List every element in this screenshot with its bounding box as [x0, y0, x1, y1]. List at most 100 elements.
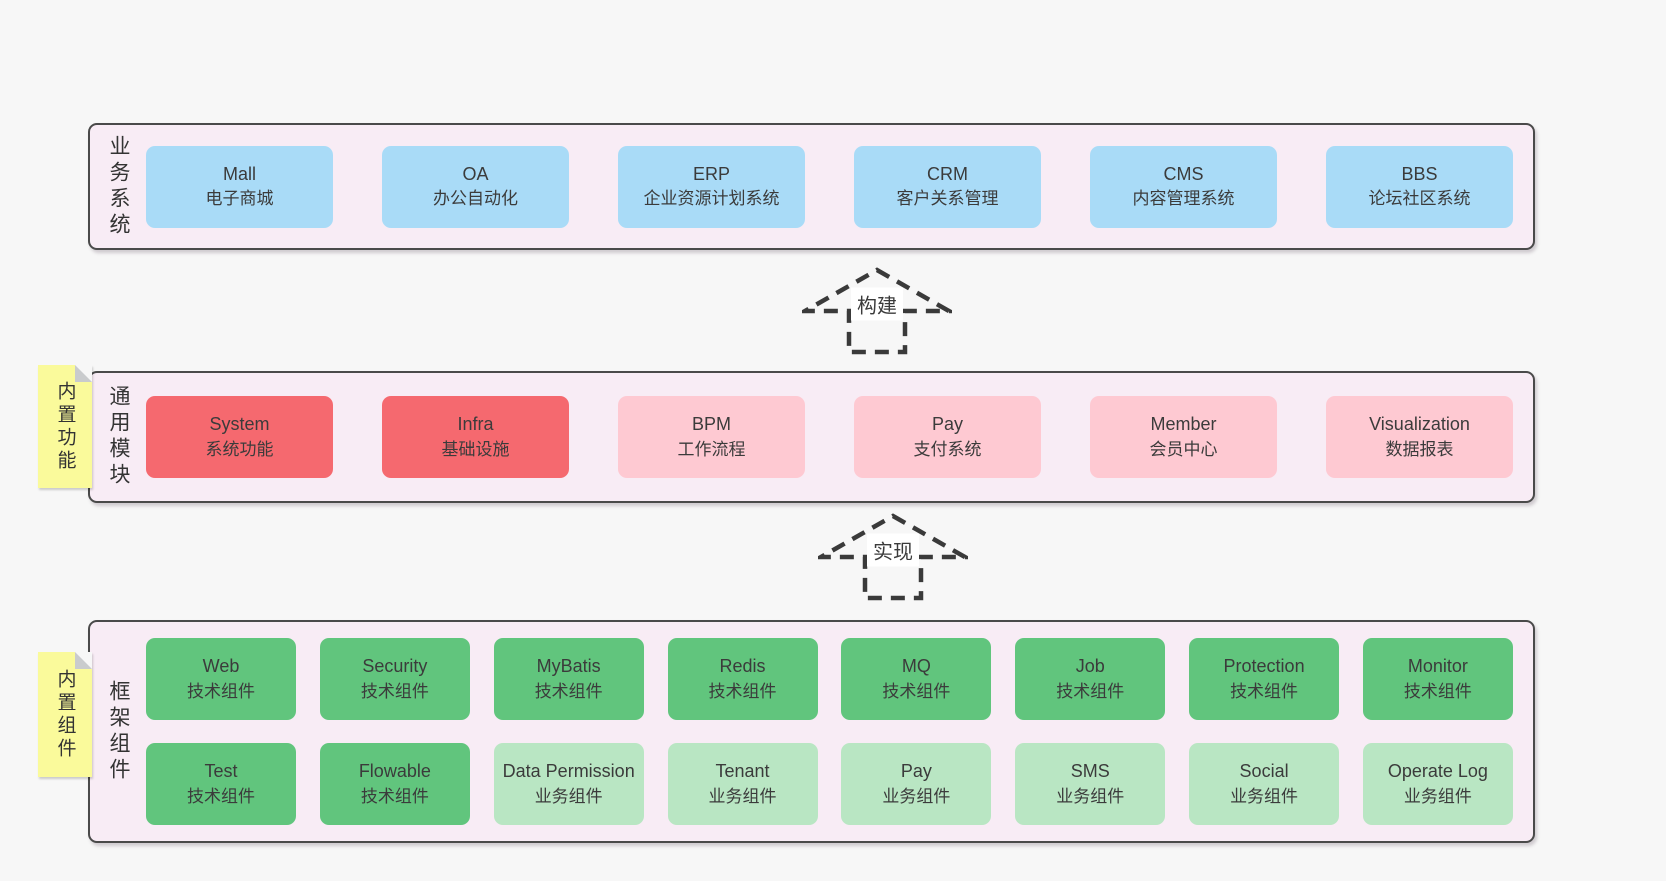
box-oa: OA 办公自动化 — [382, 145, 569, 228]
sticky-note-builtin-features: 内置功能 — [38, 365, 92, 488]
box-subtitle: 技术组件 — [534, 681, 603, 701]
box-mq: MQ 技术组件 — [841, 638, 992, 720]
box-subtitle: 系统功能 — [205, 439, 274, 459]
box-social: Social 业务组件 — [1189, 743, 1340, 825]
box-title: CRM — [927, 163, 968, 184]
box-infra: Infra 基础设施 — [382, 396, 569, 478]
box-crm: CRM 客户关系管理 — [854, 145, 1041, 228]
box-subtitle: 技术组件 — [1230, 681, 1299, 701]
box-subtitle: 支付系统 — [913, 439, 982, 459]
box-subtitle: 客户关系管理 — [896, 189, 999, 209]
sticky-note-builtin-components: 内置组件 — [38, 652, 92, 777]
box-subtitle: 技术组件 — [187, 786, 255, 806]
box-protection: Protection 技术组件 — [1189, 638, 1340, 720]
up-arrow-icon — [802, 267, 952, 355]
box-title: Social — [1239, 761, 1289, 782]
box-test: Test 技术组件 — [146, 743, 296, 825]
box-title: Job — [1075, 656, 1105, 677]
component-row: System 系统功能 Infra 基础设施 BPM 工作流程 Pay 支付系统 Member 会… — [146, 396, 1513, 478]
box-subtitle: 基础设施 — [441, 439, 510, 459]
box-title: ERP — [692, 163, 730, 184]
box-subtitle: 技术组件 — [1403, 681, 1472, 701]
box-title: Pay — [931, 414, 964, 435]
box-title: Pay — [900, 761, 932, 782]
layer-common-modules: 通用模块 System 系统功能 Infra 基础设施 BPM 工作流程 Pay 支付系统 Me… — [88, 371, 1535, 503]
box-subtitle: 业务组件 — [882, 786, 951, 806]
box-subtitle: 数据报表 — [1385, 439, 1454, 459]
box-data-permission: Data Permission 业务组件 — [493, 743, 644, 825]
box-subtitle: 技术组件 — [708, 681, 777, 701]
box-subtitle: 会员中心 — [1149, 439, 1218, 459]
box-title: System — [209, 414, 270, 435]
box-title: SMS — [1070, 761, 1110, 782]
box-title: MQ — [901, 656, 931, 677]
box-title: Protection — [1223, 656, 1305, 677]
box-pay: Pay 支付系统 — [854, 396, 1041, 478]
box-title: Test — [204, 761, 238, 782]
implement-arrow-label: 实现 — [867, 533, 919, 567]
box-title: Mall — [222, 163, 256, 184]
box-title: MyBatis — [536, 656, 601, 677]
box-system: System 系统功能 — [146, 396, 333, 478]
box-title: Monitor — [1407, 656, 1468, 677]
box-title: Operate Log — [1387, 761, 1488, 782]
box-title: Tenant — [715, 761, 770, 782]
box-subtitle: 业务组件 — [1230, 786, 1299, 806]
box-subtitle: 技术组件 — [360, 786, 429, 806]
build-arrow: 构建 — [802, 266, 952, 356]
box-security: Security 技术组件 — [319, 638, 470, 720]
box-title: Infra — [457, 414, 494, 435]
box-title: Redis — [719, 656, 766, 677]
box-title: BPM — [691, 414, 731, 435]
box-subtitle: 企业资源计划系统 — [643, 189, 780, 209]
box-title: Web — [202, 656, 240, 677]
box-erp: ERP 企业资源计划系统 — [618, 145, 805, 228]
box-flowable: Flowable 技术组件 — [319, 743, 470, 825]
box-title: OA — [462, 163, 489, 184]
box-title: Data Permission — [502, 761, 635, 782]
box-member: Member 会员中心 — [1090, 396, 1277, 478]
box-title: Security — [362, 656, 428, 677]
box-subtitle: 办公自动化 — [433, 189, 518, 209]
box-redis: Redis 技术组件 — [667, 638, 818, 720]
common-modules-rows: System 系统功能 Infra 基础设施 BPM 工作流程 Pay 支付系统 Member 会… — [146, 373, 1533, 501]
up-arrow-icon — [818, 513, 968, 601]
box-mall: Mall 电子商城 — [146, 145, 333, 228]
box-visualization: Visualization 数据报表 — [1326, 396, 1513, 478]
box-mybatis: MyBatis 技术组件 — [493, 638, 644, 720]
box-bpm: BPM 工作流程 — [618, 396, 805, 478]
box-subtitle: 技术组件 — [882, 681, 951, 701]
layer-label-framework-components: 框架组件 — [107, 679, 130, 784]
build-arrow-label: 构建 — [851, 287, 903, 321]
box-subtitle: 技术组件 — [187, 681, 255, 701]
box-subtitle: 工作流程 — [677, 439, 746, 459]
box-title: Flowable — [358, 761, 431, 782]
implement-arrow: 实现 — [818, 512, 968, 602]
layer-label-business-systems: 业务系统 — [107, 134, 130, 239]
box-pay: Pay 业务组件 — [841, 743, 992, 825]
layer-label-common-modules: 通用模块 — [107, 385, 130, 489]
box-title: Member — [1150, 414, 1217, 435]
box-subtitle: 业务组件 — [534, 786, 603, 806]
box-subtitle: 技术组件 — [360, 681, 429, 701]
box-subtitle: 论坛社区系统 — [1368, 189, 1471, 209]
layer-business-systems: 业务系统 Mall 电子商城 OA 办公自动化 ERP 企业资源计划系统 CRM 客户关系管理… — [88, 123, 1535, 250]
box-title: CMS — [1163, 163, 1204, 184]
component-row: Test 技术组件 Flowable 技术组件 Data Permission 业务组件 T… — [146, 743, 1513, 825]
box-title: Visualization — [1369, 414, 1470, 435]
box-subtitle: 电子商城 — [205, 189, 274, 209]
box-web: Web 技术组件 — [146, 638, 296, 720]
box-monitor: Monitor 技术组件 — [1362, 638, 1513, 720]
